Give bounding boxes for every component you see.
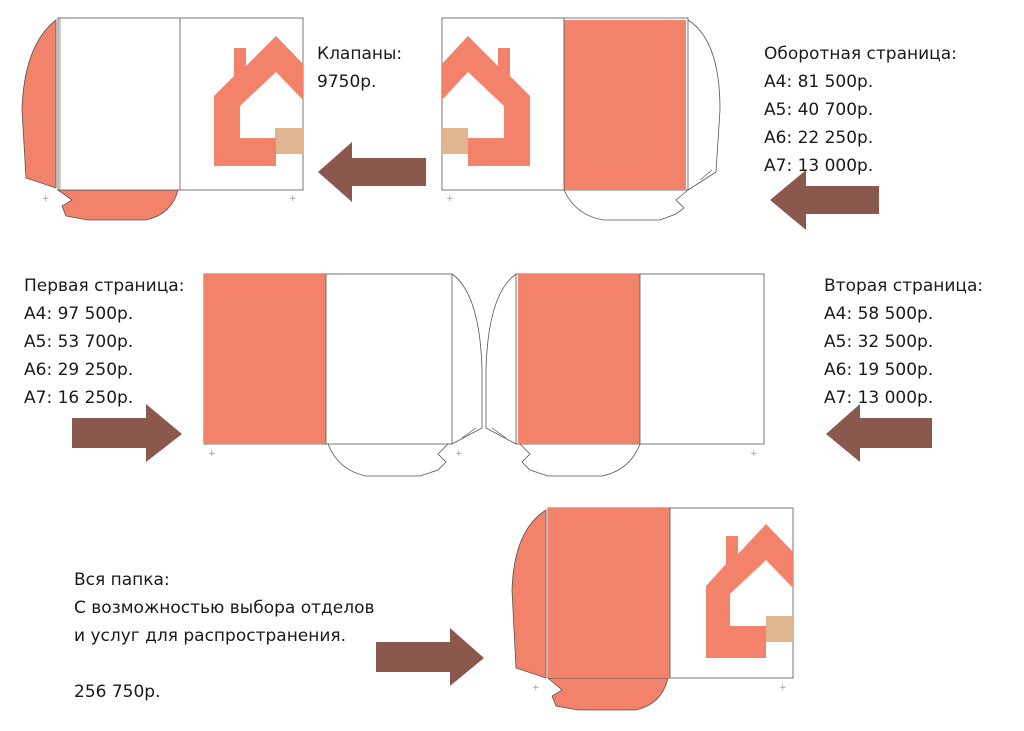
back-page-price-a4: А4: 81 500р. <box>764 72 874 92</box>
whole-folder-price: 256 750р. <box>74 682 161 702</box>
second-page-price-a6: А6: 19 500р. <box>824 360 934 380</box>
back-page-price-a5: А5: 40 700р. <box>764 100 874 120</box>
arrow-back-page <box>770 170 879 230</box>
whole-folder-title: Вся папка: <box>74 570 170 590</box>
first-page-price-a7: А7: 16 250р. <box>24 388 134 408</box>
whole-folder-description-line1: С возможностью выбора отделов <box>74 598 375 618</box>
whole-folder-description-line2: и услуг для распространения. <box>74 626 347 646</box>
folder-back-page: + <box>441 17 721 221</box>
back-page-title: Оборотная страница: <box>764 44 957 64</box>
folder-second-page: + <box>485 273 765 477</box>
first-page-price-a5: А5: 53 700р. <box>24 332 134 352</box>
arrow-second-page <box>826 404 932 462</box>
arrow-first-page <box>72 404 182 462</box>
second-page-price-a5: А5: 32 500р. <box>824 332 934 352</box>
svg-text:+: + <box>42 194 50 204</box>
first-page-label: Первая страница: А4: 97 500р. А5: 53 700… <box>24 272 184 412</box>
arrow-whole-folder <box>376 628 484 686</box>
flaps-label: Клапаны: 9750р. <box>317 40 402 96</box>
folder-first-page: + + <box>203 273 483 477</box>
arrow-flaps <box>318 142 426 202</box>
spacer <box>74 650 375 678</box>
back-page-label: Оборотная страница: А4: 81 500р. А5: 40 … <box>764 40 957 180</box>
svg-text:+: + <box>446 194 454 204</box>
svg-text:+: + <box>750 449 758 459</box>
svg-text:+: + <box>208 449 216 459</box>
second-page-price-a4: А4: 58 500р. <box>824 304 934 324</box>
svg-text:+: + <box>779 683 787 693</box>
folder-flaps: + + <box>21 17 304 221</box>
svg-text:+: + <box>289 194 297 204</box>
svg-text:+: + <box>455 449 463 459</box>
second-page-price-a7: А7: 13 000р. <box>824 388 934 408</box>
second-page-label: Вторая страница: А4: 58 500р. А5: 32 500… <box>824 272 983 412</box>
first-page-title: Первая страница: <box>24 276 185 296</box>
svg-text:+: + <box>532 683 540 693</box>
whole-folder-label: Вся папка: С возможностью выбора отделов… <box>74 566 375 706</box>
back-page-price-a6: А6: 22 250р. <box>764 128 874 148</box>
flaps-price: 9750р. <box>317 72 377 92</box>
first-page-price-a6: А6: 29 250р. <box>24 360 134 380</box>
second-page-title: Вторая страница: <box>824 276 984 296</box>
back-page-price-a7: А7: 13 000р. <box>764 156 874 176</box>
flaps-title: Клапаны: <box>317 44 403 64</box>
first-page-price-a4: А4: 97 500р. <box>24 304 134 324</box>
folder-whole: + + <box>511 507 794 711</box>
